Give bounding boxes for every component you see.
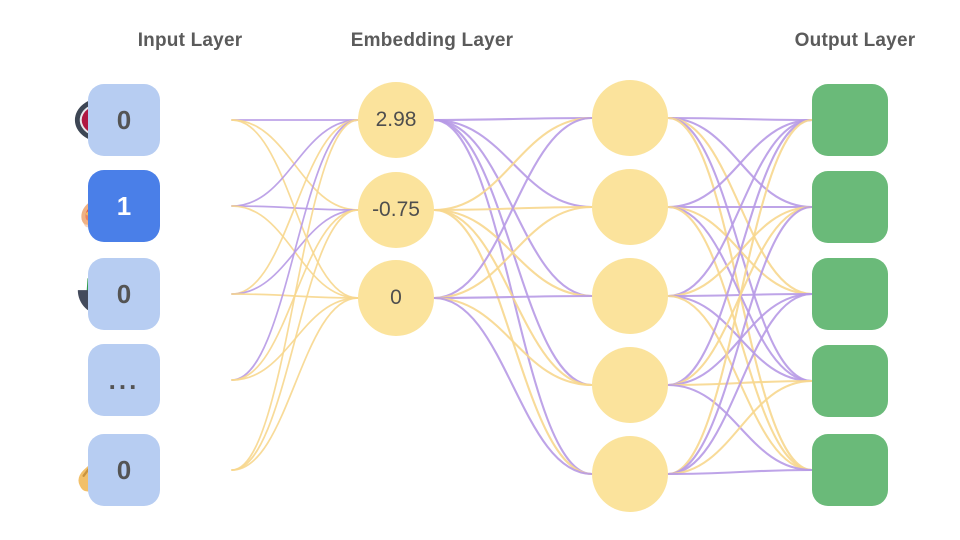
output-node-2[interactable] [812,258,888,330]
embedding-node-1[interactable]: -0.75 [358,172,434,248]
output-node-4[interactable] [812,434,888,506]
input-node-4[interactable]: 0 [88,434,160,506]
output-node-3[interactable] [812,345,888,417]
input-layer-title: Input Layer [137,30,243,51]
hidden-node-1[interactable] [592,169,668,245]
input-node-3[interactable]: ... [88,344,160,416]
output-node-1[interactable] [812,171,888,243]
hidden-node-0[interactable] [592,80,668,156]
input-node-1[interactable]: 1 [88,170,160,242]
hidden-node-3[interactable] [592,347,668,423]
embedding-node-2[interactable]: 0 [358,260,434,336]
input-node-0[interactable]: 0 [88,84,160,156]
output-layer-title: Output Layer [794,30,916,51]
embedding-node-0[interactable]: 2.98 [358,82,434,158]
embedding-layer-title: Embedding Layer [350,30,514,51]
hidden-node-4[interactable] [592,436,668,512]
hidden-node-2[interactable] [592,258,668,334]
input-node-2[interactable]: 0 [88,258,160,330]
output-node-0[interactable] [812,84,888,156]
